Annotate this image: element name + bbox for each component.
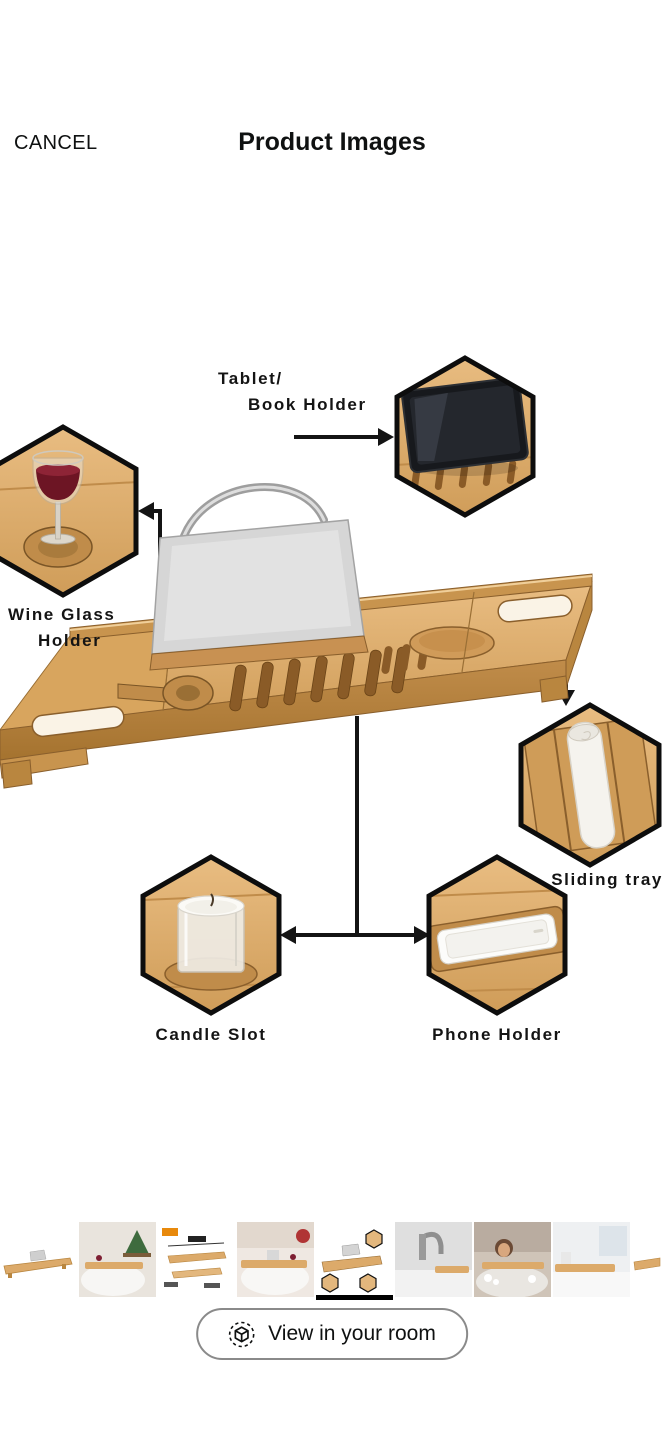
thumbnail-6[interactable] bbox=[395, 1218, 472, 1300]
callout-arrows bbox=[138, 428, 575, 944]
view-in-your-room-button[interactable]: View in your room bbox=[196, 1308, 468, 1360]
thumbnail-4[interactable] bbox=[237, 1218, 314, 1300]
callout-tablet-line1: Tablet/ bbox=[218, 369, 283, 388]
thumbnail-9[interactable] bbox=[632, 1218, 662, 1300]
thumbnail-strip bbox=[0, 1218, 664, 1300]
bathtub-caddy-illustration bbox=[0, 483, 593, 789]
callout-wine-line2: Holder bbox=[38, 631, 102, 650]
callout-wine-glass-holder: Wine Glass Holder bbox=[8, 602, 116, 654]
inset-tablet-holder bbox=[394, 355, 536, 518]
inset-wine-glass-holder bbox=[0, 424, 139, 598]
thumbnail-8[interactable] bbox=[553, 1218, 630, 1300]
callout-wine-line1: Wine Glass bbox=[8, 605, 116, 624]
page-title: Product Images bbox=[238, 128, 426, 156]
ar-button-label: View in your room bbox=[268, 1322, 436, 1345]
inset-sliding-tray bbox=[518, 702, 662, 868]
thumbnail-3[interactable] bbox=[158, 1218, 235, 1300]
thumbnail-2[interactable] bbox=[79, 1218, 156, 1300]
inset-candle-slot bbox=[140, 854, 282, 1016]
cancel-button[interactable]: CANCEL bbox=[14, 132, 98, 154]
thumbnail-5[interactable] bbox=[316, 1218, 393, 1300]
callout-tablet-book-holder: Tablet/ Book Holder bbox=[218, 366, 367, 418]
callout-sliding-tray: Sliding tray bbox=[551, 870, 663, 889]
diagram-illustration bbox=[0, 355, 662, 1016]
callout-candle-slot: Candle Slot bbox=[155, 1025, 267, 1044]
inset-phone-holder bbox=[426, 854, 568, 1016]
callout-phone-holder: Phone Holder bbox=[432, 1025, 562, 1044]
ar-cube-icon bbox=[228, 1321, 255, 1348]
thumbnail-7[interactable] bbox=[474, 1218, 551, 1300]
product-diagram-image[interactable]: Tablet/ Book Holder Wine Glass Holder Sl… bbox=[0, 340, 664, 1060]
callout-tablet-line2: Book Holder bbox=[248, 395, 367, 414]
thumbnail-1[interactable] bbox=[0, 1218, 77, 1300]
